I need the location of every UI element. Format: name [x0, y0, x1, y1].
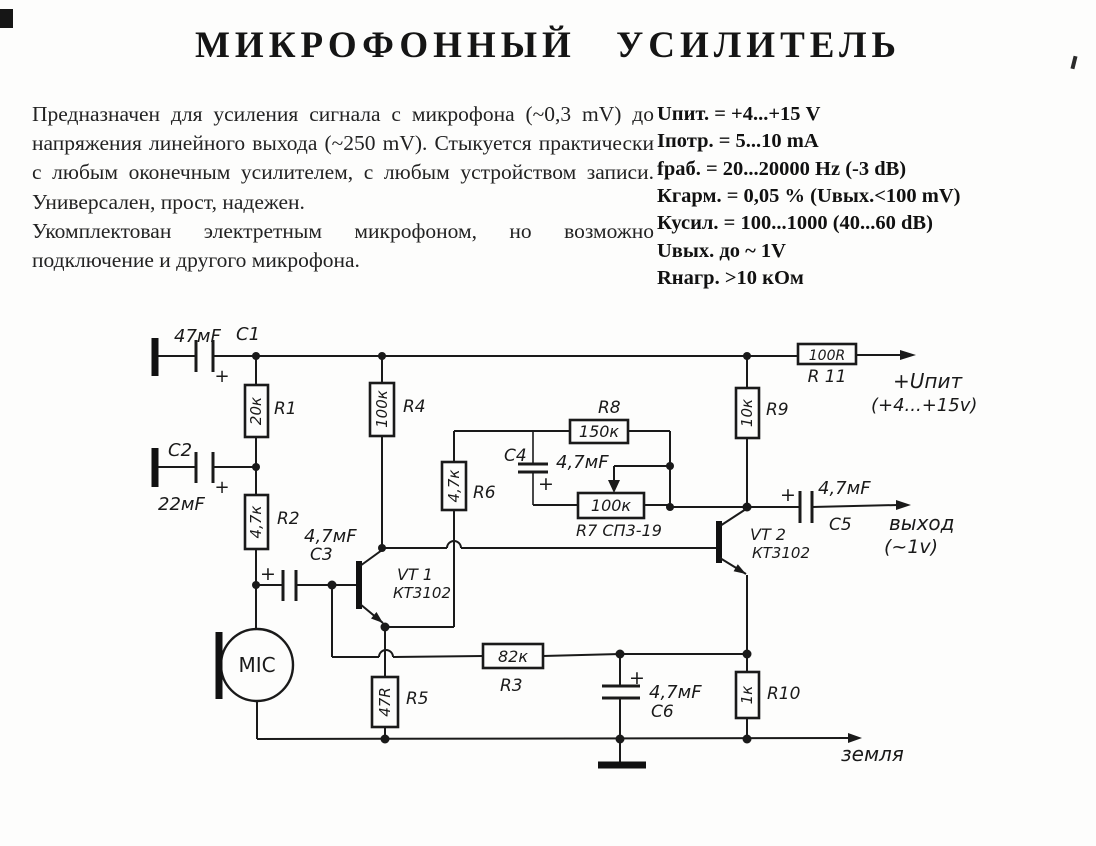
description-paragraph-2: Укомплектован электретным микрофоном, но… — [32, 218, 654, 273]
r9-value: 10к — [738, 399, 756, 427]
r4-value: 100к — [373, 390, 391, 428]
c3-ref: С3 — [310, 545, 333, 565]
interstage-wire — [382, 540, 717, 549]
description-block: Предназначен для усиления сигнала с микр… — [32, 100, 654, 275]
r7-wiper-arrow-icon — [608, 480, 620, 493]
c2-plus: + — [214, 477, 229, 498]
description-paragraph-1: Предназначен для усиления сигнала с микр… — [32, 102, 654, 214]
resistor-r1: 20к R1 — [243, 356, 297, 467]
r8-value: 150к — [579, 422, 620, 441]
c2-value: 22мF — [158, 494, 205, 515]
spec-output-voltage: Uвых. до ~ 1V — [657, 239, 786, 262]
resistor-r2: 4,7к R2 — [243, 467, 300, 585]
c6-value: 4,7мF — [649, 682, 702, 703]
transistor-vt2: VT 2 КТ3102 — [716, 508, 810, 654]
vt1-type: КТ3102 — [393, 584, 451, 602]
resistor-r8: 150к R8 — [568, 398, 671, 507]
potentiometer-r7: 100к R7 СП3-19 — [533, 465, 747, 540]
r4-ref: R4 — [403, 397, 426, 417]
r6-value: 4,7к — [445, 470, 463, 503]
supply-rail — [158, 350, 916, 360]
ground-arrow-icon — [848, 733, 862, 743]
resistor-r5: 47R R5 — [370, 627, 429, 739]
scan-artifact-dash — [0, 9, 13, 28]
c1-value: 47мF — [174, 326, 221, 347]
c5-value: 4,7мF — [818, 478, 871, 499]
capacitor-c2: + C2 22мF — [158, 440, 230, 515]
spec-gain: Кусил. = 100...1000 (40...60 dB) — [657, 212, 933, 235]
specs-list: Uпит. = +4...+15 V Iпотр. = 5...10 mA fр… — [657, 101, 1069, 293]
capacitor-c3: + 4,7мF С3 — [256, 526, 357, 601]
input-terminal-bottom — [151, 448, 256, 487]
resistor-r10: 1к R10 — [734, 654, 800, 739]
capacitor-c4: + C4 4,7мF — [504, 431, 609, 505]
vt2-ref: VT 2 — [750, 525, 786, 544]
c4-ref: C4 — [504, 446, 527, 466]
r10-ref: R10 — [767, 684, 800, 704]
output-level: (~1v) — [884, 536, 938, 558]
mic-label: MIC — [238, 653, 275, 677]
c5-plus: + — [780, 484, 796, 506]
ground-rail — [256, 733, 862, 743]
c3-value: 4,7мF — [304, 526, 357, 547]
output-label: выход — [889, 511, 954, 535]
ground-label: земля — [841, 742, 904, 766]
microphone: MIC — [215, 585, 295, 739]
resistor-r9: 10к R9 — [734, 356, 789, 507]
vt2-emitter-arrow-icon — [733, 564, 746, 574]
r7-value: 100к — [591, 496, 632, 515]
r2-value: 4,7к — [247, 506, 265, 539]
c1-plus: + — [214, 366, 229, 387]
vt1-emitter-arrow-icon — [371, 612, 383, 623]
vt1-base-feedback-wire — [331, 585, 484, 658]
transistor-vt1: VT 1 КТ3102 — [356, 549, 451, 624]
resistor-r11: 100R R 11 +Uпит (+4...+15v) — [796, 342, 977, 416]
c2-ref: C2 — [168, 440, 192, 461]
page-title: МИКРОФОННЫЙ УСИЛИТЕЛЬ — [195, 25, 901, 66]
output-arrow-icon — [896, 500, 911, 510]
vt1-ref: VT 1 — [397, 565, 433, 584]
r3-ref: R3 — [500, 676, 523, 696]
r5-ref: R5 — [406, 689, 429, 709]
resistor-r6: 4,7к R6 — [385, 430, 570, 628]
spec-supply-voltage: Uпит. = +4...+15 V — [657, 103, 821, 125]
r5-value: 47R — [376, 687, 394, 717]
r3-value: 82к — [498, 647, 528, 666]
c4-plus: + — [538, 473, 554, 495]
r8-ref: R8 — [598, 398, 621, 418]
r7-ref: R7 СП3-19 — [576, 521, 662, 540]
r2-ref: R2 — [277, 509, 300, 529]
power-arrow-icon — [900, 350, 916, 360]
r11-value: 100R — [809, 348, 845, 364]
r1-value: 20к — [247, 397, 265, 425]
c1-ref: C1 — [236, 324, 260, 345]
resistor-r4: 100к R4 — [368, 356, 426, 549]
spec-load: Rнагр. >10 кОм — [657, 267, 804, 290]
r10-value: 1к — [738, 686, 756, 705]
r9-ref: R9 — [766, 400, 789, 420]
capacitor-c1: + 47мF C1 — [174, 324, 260, 387]
power-range: (+4...+15v) — [871, 395, 977, 416]
c4-value: 4,7мF — [556, 452, 609, 473]
c6-ref: C6 — [651, 702, 674, 722]
power-label: +Uпит — [893, 369, 963, 393]
vt2-type: КТ3102 — [752, 544, 810, 562]
c3-plus: + — [260, 563, 276, 585]
resistor-r3: 82к R3 — [481, 642, 747, 696]
r6-ref: R6 — [473, 483, 496, 503]
spec-distortion: Кгарм. = 0,05 % (Uвых.<100 mV) — [657, 185, 961, 208]
c5-ref: C5 — [829, 515, 852, 535]
r1-ref: R1 — [274, 399, 297, 419]
spec-frequency: fраб. = 20...20000 Hz (-3 dB) — [657, 157, 907, 180]
c6-plus: + — [629, 667, 645, 689]
r11-ref: R 11 — [808, 367, 847, 387]
junction-dots — [252, 352, 752, 744]
capacitor-c6-ground: + 4,7мF C6 земля — [598, 654, 904, 769]
capacitor-c5-output: + 4,7мF C5 выход (~1v) — [747, 478, 954, 558]
spec-current: Iпотр. = 5...10 mA — [657, 130, 819, 153]
